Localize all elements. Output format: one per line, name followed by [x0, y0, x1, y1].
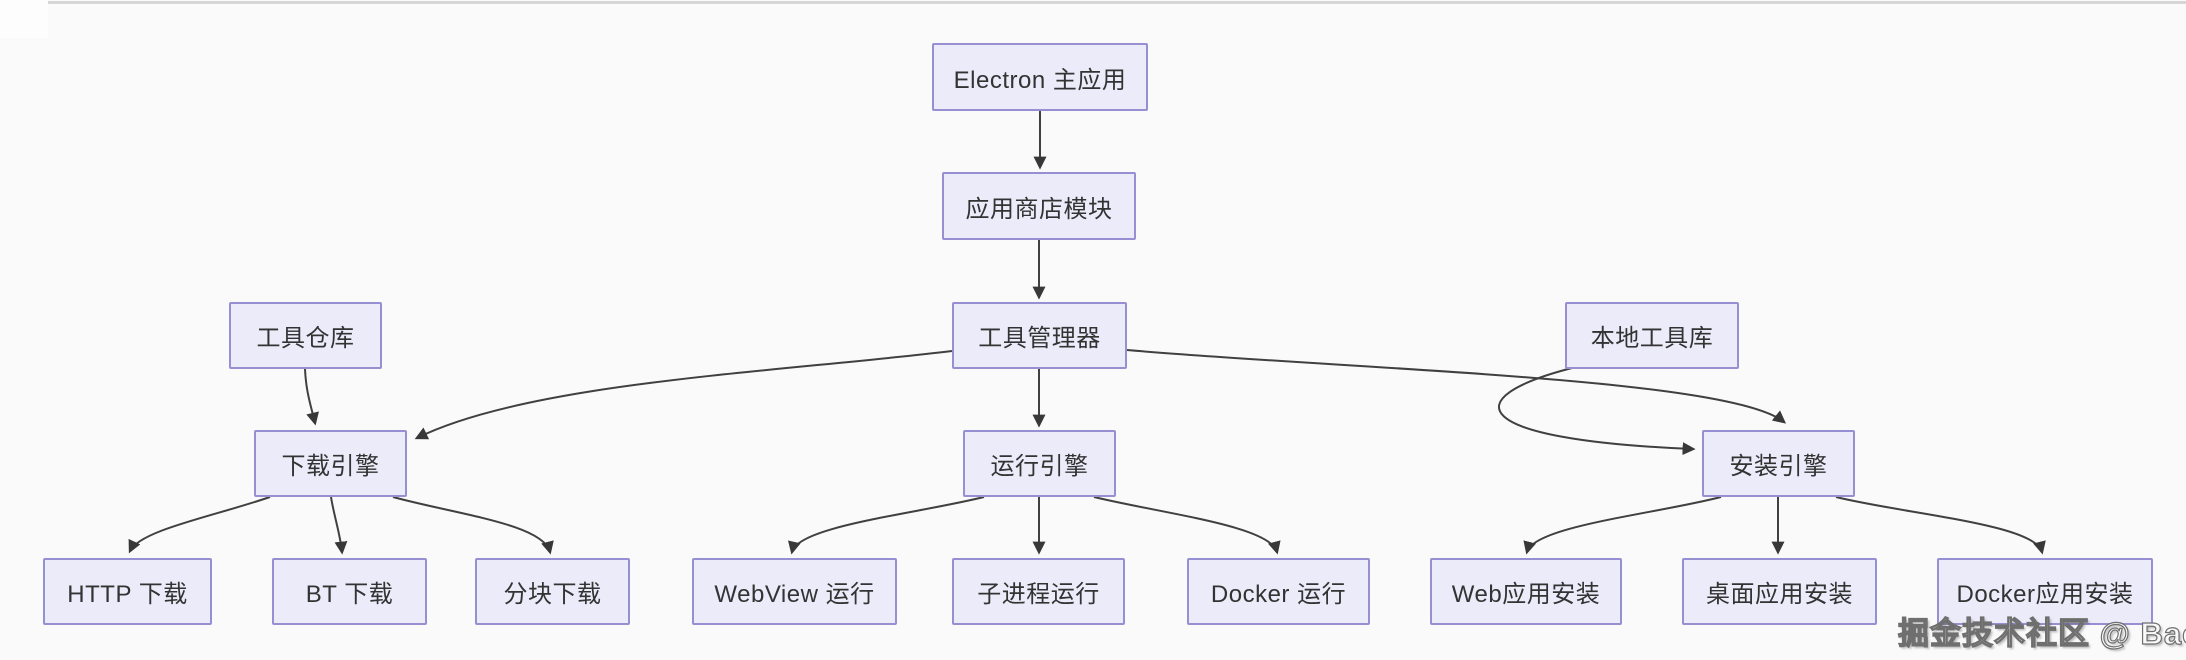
node-label: 工具管理器 [978, 325, 1101, 352]
node-label: 子进程运行 [977, 581, 1100, 608]
edge-install-engine-to-web-app-install [1523, 496, 1722, 555]
node-label: 安装引擎 [1729, 453, 1828, 480]
node-app-store: 应用商店模块 [942, 172, 1136, 240]
node-label: WebView 运行 [714, 581, 875, 608]
node-chunk-download: 分块下载 [475, 558, 630, 625]
node-label: Docker 运行 [1210, 581, 1347, 608]
edge-run-engine-to-webview-run [788, 496, 985, 555]
node-docker-run: Docker 运行 [1187, 558, 1370, 625]
edge-download-engine-to-bt-download [330, 496, 348, 555]
node-label: Web应用安装 [1451, 581, 1601, 608]
edge-tool-repo-to-download-engine [304, 368, 319, 426]
edge-download-engine-to-chunk-download [392, 496, 554, 555]
node-http-download: HTTP 下载 [43, 558, 212, 625]
node-docker-app-install: Docker应用安装 [1937, 558, 2153, 625]
node-desktop-app-install: 桌面应用安装 [1682, 558, 1877, 625]
node-install-engine: 安装引擎 [1702, 430, 1855, 497]
top-border-line [48, 1, 2186, 4]
node-label: 分块下载 [503, 581, 602, 608]
node-download-engine: 下载引擎 [254, 430, 407, 497]
node-subprocess-run: 子进程运行 [952, 558, 1125, 625]
node-label: 桌面应用安装 [1706, 581, 1853, 608]
node-label: BT 下载 [305, 581, 394, 608]
node-run-engine: 运行引擎 [963, 430, 1116, 497]
node-label: 运行引擎 [990, 453, 1089, 480]
node-tool-repo: 工具仓库 [229, 302, 382, 369]
node-label: HTTP 下载 [67, 581, 188, 608]
edge-install-engine-to-docker-app-install [1835, 496, 2046, 555]
node-electron-main: Electron 主应用 [932, 43, 1148, 111]
node-label: Docker应用安装 [1956, 581, 2134, 608]
edge-tool-manager-to-install-engine [1126, 349, 1787, 424]
node-web-app-install: Web应用安装 [1430, 558, 1622, 625]
node-local-tool-lib: 本地工具库 [1565, 302, 1739, 369]
node-tool-manager: 工具管理器 [952, 302, 1127, 369]
edge-tool-manager-to-download-engine [414, 350, 953, 440]
edge-download-engine-to-http-download [128, 496, 271, 554]
node-bt-download: BT 下载 [272, 558, 427, 625]
node-label: 本地工具库 [1590, 325, 1714, 352]
node-label: Electron 主应用 [953, 66, 1127, 94]
top-left-patch [0, 0, 48, 38]
node-webview-run: WebView 运行 [692, 558, 897, 625]
juejin-watermark: 掘金技术社区 @ Bacon [1897, 615, 2186, 651]
node-label: 工具仓库 [256, 325, 355, 352]
node-label: 应用商店模块 [965, 195, 1113, 223]
edge-run-engine-to-docker-run [1093, 496, 1281, 555]
edge-local-tool-lib-to-install-engine [1497, 367, 1696, 456]
node-label: 下载引擎 [281, 453, 380, 480]
